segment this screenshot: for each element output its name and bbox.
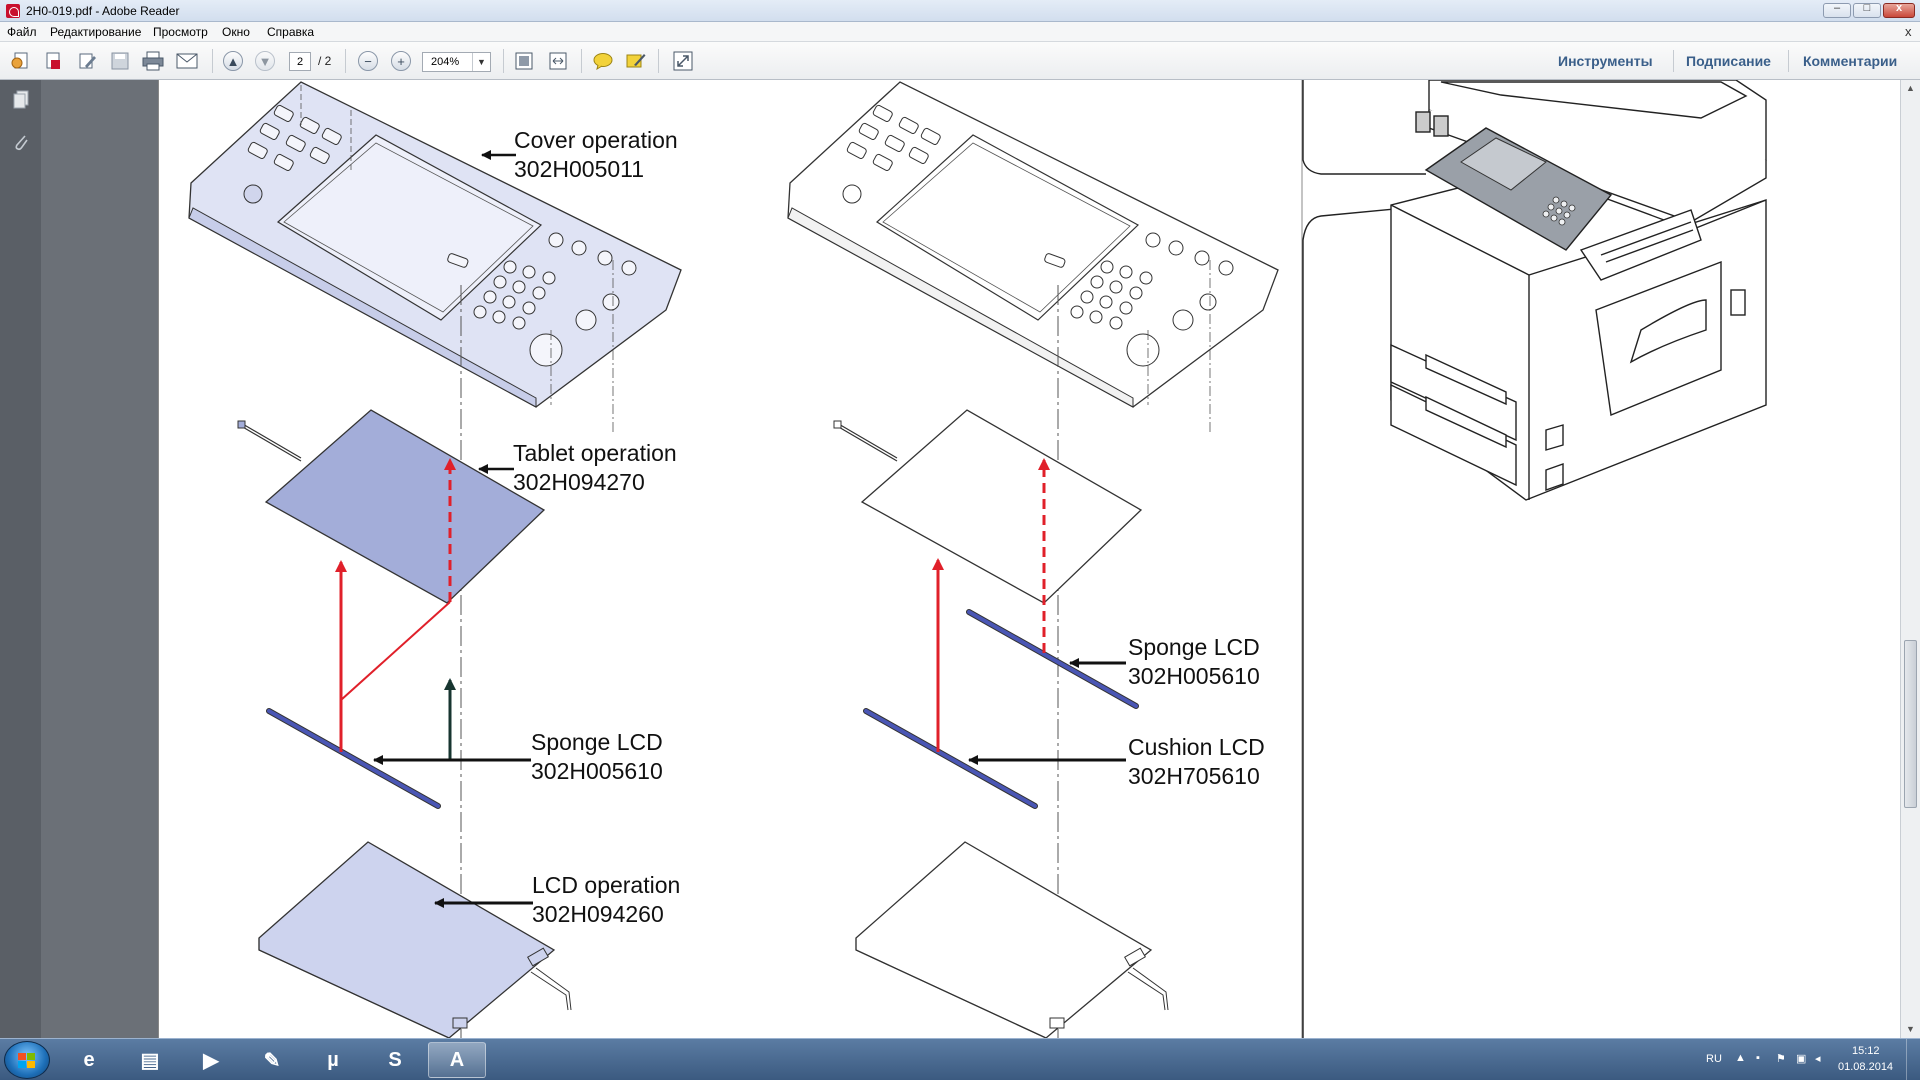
adobe-reader-icon bbox=[6, 4, 20, 18]
page-thumbnails-icon[interactable] bbox=[10, 90, 32, 112]
menu-window[interactable]: Окно bbox=[222, 25, 250, 39]
page-total: / 2 bbox=[318, 54, 332, 68]
taskbar: e ▤ ▶ ✎ µ S A RU ▲ ▪ ⚑ ▣ ◂ 15:12 01.08.2… bbox=[0, 1038, 1920, 1080]
label-tablet-operation-name: Tablet operation bbox=[513, 440, 677, 466]
show-desktop-button[interactable] bbox=[1906, 1039, 1920, 1080]
title-bar: 2H0-019.pdf - Adobe Reader – □ x bbox=[0, 0, 1920, 22]
tray-expand-icon[interactable]: ▲ bbox=[1735, 1052, 1746, 1064]
label-sponge-lcd-code: 302H005610 bbox=[531, 758, 663, 784]
right-assembly: Sponge LCD 302H005610 Cushion LCD 302H70… bbox=[787, 81, 1279, 1038]
edit-icon[interactable] bbox=[76, 51, 98, 71]
highlight-icon[interactable] bbox=[625, 51, 647, 71]
label-lcd-operation-code: 302H094260 bbox=[532, 901, 664, 927]
label-right-sponge-lcd-code: 302H005610 bbox=[1128, 663, 1260, 689]
lcd-operation-outline bbox=[855, 841, 1169, 1038]
skype-icon[interactable]: S bbox=[388, 1048, 402, 1071]
language-indicator[interactable]: RU bbox=[1706, 1053, 1722, 1065]
clock-time[interactable]: 15:12 bbox=[1852, 1045, 1880, 1057]
vertical-scrollbar[interactable]: ▲ ▼ bbox=[1900, 80, 1920, 1038]
label-sponge-lcd-name: Sponge LCD bbox=[531, 729, 663, 755]
menu-file[interactable]: Файл bbox=[7, 25, 37, 39]
minimize-button[interactable]: – bbox=[1823, 2, 1851, 18]
toolbar-separator bbox=[658, 49, 659, 73]
zoom-out-icon[interactable]: − bbox=[358, 51, 378, 71]
scroll-down-icon[interactable]: ▼ bbox=[1906, 1024, 1915, 1034]
toolbar-separator bbox=[345, 49, 346, 73]
clock-date[interactable]: 01.08.2014 bbox=[1838, 1061, 1894, 1073]
menu-view[interactable]: Просмотр bbox=[153, 25, 208, 39]
menu-edit[interactable]: Редактирование bbox=[50, 25, 142, 39]
toolbar: ▲ ▼ / 2 − + 204% ▼ Инструменты Подписан bbox=[0, 42, 1920, 80]
lcd-operation-part bbox=[258, 841, 572, 1038]
email-icon[interactable] bbox=[176, 51, 198, 71]
create-pdf-icon[interactable] bbox=[10, 51, 32, 71]
window-title: 2H0-019.pdf - Adobe Reader bbox=[26, 4, 180, 18]
toolbar-separator bbox=[212, 49, 213, 73]
exploded-parts-diagram: Cover operation 302H005011 Tablet operat… bbox=[188, 80, 1767, 1038]
tablet-operation-outline bbox=[833, 409, 1143, 604]
save-icon[interactable] bbox=[109, 51, 131, 71]
maximize-button[interactable]: □ bbox=[1853, 2, 1881, 18]
scroll-up-icon[interactable]: ▲ bbox=[1906, 83, 1915, 93]
export-pdf-icon[interactable] bbox=[42, 51, 64, 71]
fullscreen-icon[interactable] bbox=[672, 51, 694, 71]
label-cover-operation-name: Cover operation bbox=[514, 127, 678, 153]
toolbar-separator bbox=[1673, 50, 1674, 72]
copier-machine-illustration bbox=[1302, 80, 1767, 1038]
toolbar-separator bbox=[581, 49, 582, 73]
tablet-operation-part bbox=[237, 409, 546, 604]
page-down-icon[interactable]: ▼ bbox=[255, 51, 275, 71]
cover-operation-outline bbox=[787, 81, 1279, 435]
attachments-icon[interactable] bbox=[10, 132, 32, 154]
zoom-select[interactable]: 204% ▼ bbox=[422, 52, 491, 72]
label-cover-operation-code: 302H005011 bbox=[514, 156, 644, 182]
network-icon[interactable]: ▣ bbox=[1796, 1053, 1807, 1065]
zoom-value: 204% bbox=[431, 56, 460, 68]
navigation-pane bbox=[0, 80, 41, 1038]
scroll-thumb[interactable] bbox=[1904, 640, 1917, 808]
left-assembly: Cover operation 302H005011 Tablet operat… bbox=[188, 81, 682, 1038]
chevron-down-icon[interactable]: ▼ bbox=[472, 53, 490, 71]
zoom-in-icon[interactable]: + bbox=[391, 51, 411, 71]
cover-operation-part bbox=[188, 81, 682, 435]
tools-link[interactable]: Инструменты bbox=[1558, 53, 1653, 69]
pdf-page[interactable]: Cover operation 302H005011 Tablet operat… bbox=[158, 80, 1900, 1038]
sketch-app-icon[interactable]: ✎ bbox=[263, 1049, 281, 1072]
tray-app-icon[interactable]: ▪ bbox=[1756, 1052, 1760, 1064]
label-cushion-lcd-code: 302H705610 bbox=[1128, 763, 1260, 789]
sticky-note-icon[interactable] bbox=[592, 51, 614, 71]
print-icon[interactable] bbox=[142, 51, 164, 71]
internet-explorer-icon[interactable]: e bbox=[83, 1048, 95, 1071]
adobe-reader-taskbar-button[interactable]: A bbox=[428, 1042, 486, 1078]
label-lcd-operation-name: LCD operation bbox=[532, 872, 680, 898]
media-player-icon[interactable]: ▶ bbox=[203, 1049, 219, 1072]
red-guide-line bbox=[340, 601, 451, 701]
utorrent-icon[interactable]: µ bbox=[327, 1048, 339, 1071]
file-explorer-icon[interactable]: ▤ bbox=[140, 1049, 160, 1072]
menu-help[interactable]: Справка bbox=[267, 25, 315, 39]
close-button[interactable]: x bbox=[1883, 2, 1915, 18]
label-tablet-operation-code: 302H094270 bbox=[513, 469, 645, 495]
action-center-flag-icon[interactable]: ⚑ bbox=[1776, 1053, 1786, 1065]
toolbar-separator bbox=[503, 49, 504, 73]
close-document-button[interactable]: x bbox=[1905, 24, 1912, 39]
windows-logo-icon bbox=[18, 1053, 36, 1069]
menu-bar: Файл Редактирование Просмотр Окно Справк… bbox=[0, 22, 1920, 42]
page-number-input[interactable] bbox=[289, 52, 311, 71]
fit-page-icon[interactable] bbox=[513, 51, 535, 71]
toolbar-separator bbox=[1788, 50, 1789, 72]
comment-link[interactable]: Комментарии bbox=[1803, 53, 1898, 69]
fit-width-icon[interactable] bbox=[547, 51, 569, 71]
volume-icon[interactable]: ◂ bbox=[1815, 1053, 1821, 1065]
sign-link[interactable]: Подписание bbox=[1686, 53, 1771, 69]
label-cushion-lcd-name: Cushion LCD bbox=[1128, 734, 1265, 760]
label-right-sponge-lcd-name: Sponge LCD bbox=[1128, 634, 1260, 660]
page-up-icon[interactable]: ▲ bbox=[223, 51, 243, 71]
start-button[interactable] bbox=[4, 1041, 50, 1079]
